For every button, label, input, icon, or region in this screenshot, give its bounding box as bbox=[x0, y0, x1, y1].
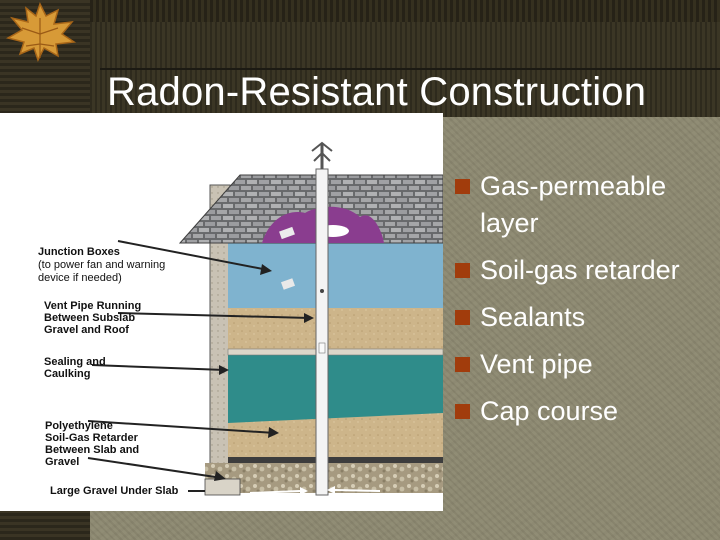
gas-flow-arrow-right bbox=[300, 487, 308, 495]
label-vent-pipe-2: Between Subslab bbox=[44, 312, 135, 324]
polyethylene-retarder bbox=[228, 457, 443, 463]
bullet-text: Cap course bbox=[480, 396, 619, 426]
footing bbox=[204, 478, 241, 496]
label-vent-pipe-1: Vent Pipe Running bbox=[44, 300, 141, 312]
junction-box-lower bbox=[280, 278, 296, 290]
vent-cap-icon bbox=[311, 141, 333, 162]
label-sealing-2: Caulking bbox=[44, 368, 90, 380]
bullet-text: Sealants bbox=[480, 302, 586, 332]
label-junction-boxes: Junction Boxes bbox=[38, 246, 120, 258]
label-sealing-1: Sealing and bbox=[44, 356, 106, 368]
bullet-square-icon bbox=[455, 179, 470, 194]
title-underline bbox=[100, 68, 720, 70]
bullet-item: Cap course bbox=[455, 393, 717, 430]
radon-diagram: Junction Boxes (to power fan and warning… bbox=[0, 113, 443, 511]
label-large-gravel: Large Gravel Under Slab bbox=[50, 485, 179, 497]
pipe-joint bbox=[320, 289, 324, 293]
bullet-square-icon bbox=[455, 310, 470, 325]
label-junction-detail-2: device if needed) bbox=[38, 272, 122, 284]
house-cross-section: Junction Boxes (to power fan and warning… bbox=[38, 141, 443, 497]
gas-flow-lines bbox=[249, 489, 381, 494]
top-dark-band bbox=[0, 0, 720, 22]
bullet-square-icon bbox=[455, 263, 470, 278]
basement-slab bbox=[228, 413, 443, 459]
bullet-square-icon bbox=[455, 404, 470, 419]
label-junction-detail-1: (to power fan and warning bbox=[38, 259, 165, 271]
bullet-item: Gas-permeable layer bbox=[455, 168, 717, 242]
floor-joist bbox=[227, 348, 443, 356]
upper-floor bbox=[228, 308, 443, 351]
leader-arrowheads bbox=[214, 264, 314, 481]
bullet-item: Sealants bbox=[455, 299, 717, 336]
label-poly-4: Gravel bbox=[45, 456, 79, 468]
bullet-text: Soil-gas retarder bbox=[480, 255, 680, 285]
bullet-text: Gas-permeable layer bbox=[480, 171, 667, 238]
gas-flow-arrow-left bbox=[327, 486, 335, 494]
label-poly-3: Between Slab and bbox=[45, 444, 139, 456]
maple-leaf-icon bbox=[6, 2, 77, 62]
bullet-square-icon bbox=[455, 357, 470, 372]
label-poly-1: Polyethylene bbox=[45, 420, 113, 432]
slide-title: Radon-Resistant Construction bbox=[107, 70, 647, 114]
label-poly-2: Soil-Gas Retarder bbox=[45, 432, 139, 444]
bullet-item: Soil-gas retarder bbox=[455, 252, 717, 289]
bullet-list: Gas-permeable layer Soil-gas retarder Se… bbox=[455, 168, 717, 440]
vent-pipe bbox=[315, 168, 329, 496]
bullet-item: Vent pipe bbox=[455, 346, 717, 383]
pipe-coupling bbox=[318, 342, 326, 354]
bullet-text: Vent pipe bbox=[480, 349, 593, 379]
junction-box-upper bbox=[279, 226, 295, 240]
leader-lines bbox=[87, 240, 311, 492]
label-vent-pipe-3: Gravel and Roof bbox=[44, 324, 129, 336]
